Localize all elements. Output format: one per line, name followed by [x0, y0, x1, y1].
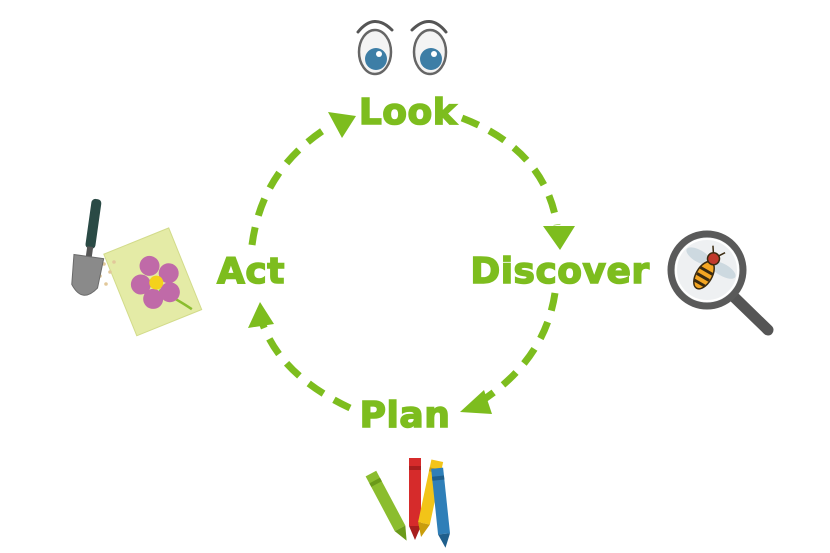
arrowhead-discover [543, 226, 575, 250]
magnifying-glass-bee-icon [667, 230, 774, 336]
crayons-icon [365, 458, 450, 548]
arrowhead-act [248, 302, 274, 328]
arrow-look-to-discover [460, 114, 561, 226]
step-label-look: Look [359, 92, 458, 133]
arrow-plan-to-act [258, 320, 352, 412]
arrowhead-look [328, 112, 356, 138]
arrow-discover-to-plan [478, 292, 559, 405]
step-label-discover: Discover [470, 251, 649, 292]
eyes-icon [356, 20, 448, 76]
arrowhead-plan [460, 390, 492, 414]
arrow-act-to-look [248, 123, 332, 246]
trowel-seed-packet-icon [71, 198, 203, 337]
step-label-plan: Plan [360, 395, 451, 436]
step-label-act: Act [217, 251, 285, 292]
